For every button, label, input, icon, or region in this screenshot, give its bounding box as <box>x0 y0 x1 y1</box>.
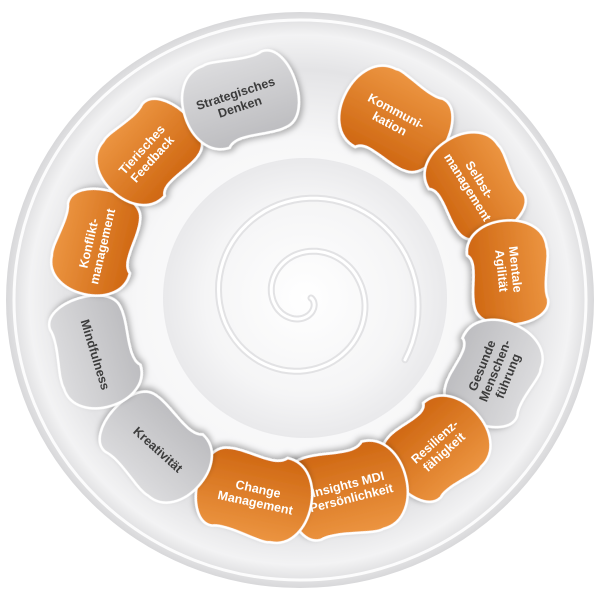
rounded-blob-icon <box>337 64 454 174</box>
segment-label-line: Agilität <box>492 249 510 293</box>
rounded-blob-icon <box>98 390 214 504</box>
center-swirl-icon <box>214 194 422 375</box>
segment-kommunikation: Kommuni-kation <box>337 64 454 174</box>
segment-selbstmanagement: Selbst-management <box>423 131 527 242</box>
rounded-blob-icon <box>423 131 527 242</box>
rounded-blob-icon <box>381 394 492 504</box>
segment-mentale-agilitaet: MentaleAgilität <box>465 219 550 327</box>
rounded-blob-icon <box>180 49 301 151</box>
swirl-highlight <box>216 196 420 373</box>
segment-ring: Kommuni-kationSelbst-managementMentaleAg… <box>47 49 550 545</box>
rounded-blob-icon <box>443 318 544 429</box>
segment-mindfulness: Mindfulness <box>47 294 143 410</box>
segment-label: Insights MDIPersönlichkeit <box>305 467 395 515</box>
segment-label: MentaleAgilität <box>492 245 525 294</box>
segment-insights-mdi: Insights MDIPersönlichkeit <box>284 439 409 542</box>
segment-resilienzfaehigkeit: Resilienz-fähigkeit <box>381 394 492 504</box>
segment-label-line: Mentale <box>506 245 525 293</box>
segment-kreativitaet: Kreativität <box>98 390 214 504</box>
rounded-blob-icon <box>284 439 409 542</box>
segment-gesunde-menschenfuehrung: GesundeMenschen-führung <box>443 318 544 429</box>
segment-label: Konflikt-management <box>74 203 119 285</box>
rounded-blob-icon <box>194 446 314 545</box>
plate-rim <box>12 18 588 582</box>
rounded-blob-icon <box>465 219 550 327</box>
inner-plate <box>163 158 447 438</box>
segment-change-management: ChangeManagement <box>194 446 314 545</box>
rounded-blob-icon <box>50 187 142 297</box>
rounded-blob-icon <box>95 97 204 207</box>
segment-konfliktmanagement: Konflikt-management <box>50 187 142 297</box>
segment-tierisches-feedback: TierischesFeedback <box>95 97 204 207</box>
segment-strategisches-denken: StrategischesDenken <box>180 49 301 151</box>
rounded-blob-icon <box>47 294 143 410</box>
